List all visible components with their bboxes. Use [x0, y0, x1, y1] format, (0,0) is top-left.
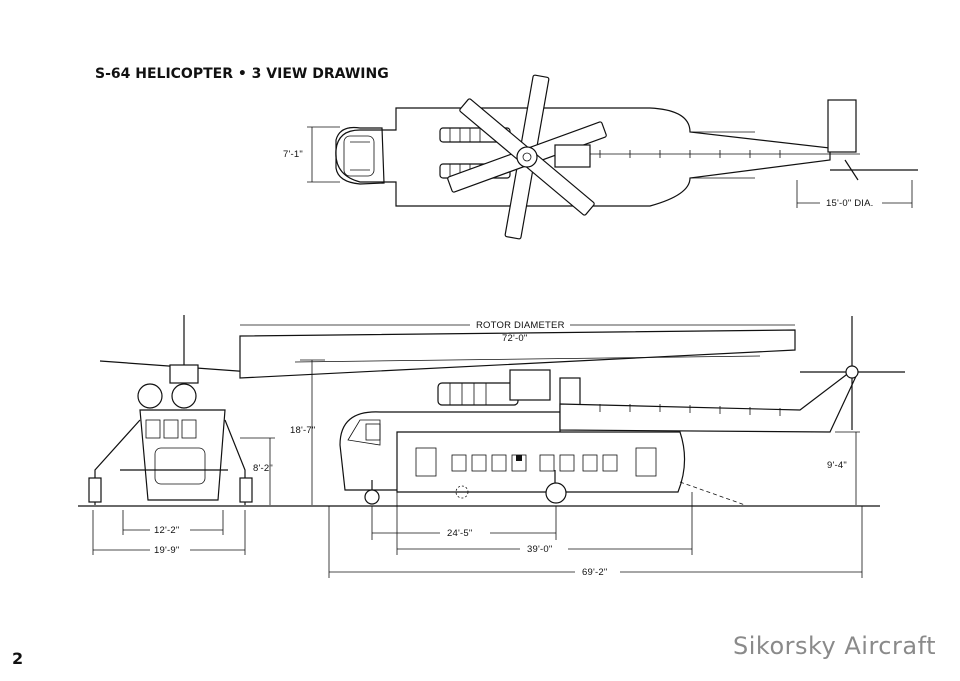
dim-front-height: 8'-2"	[253, 463, 273, 474]
drawing-title: S-64 HELICOPTER • 3 VIEW DRAWING	[95, 66, 389, 82]
page-number: 2	[12, 649, 23, 668]
dim-front-track: 12'-2"	[154, 525, 179, 536]
dim-rotor-value: 72'-0"	[502, 333, 527, 344]
dim-rotor-label: ROTOR DIAMETER	[476, 320, 565, 331]
dim-overall-height: 18'-7"	[290, 425, 315, 436]
front-view-dimensions: 8'-2" 12'-2" 19'-9"	[92, 437, 275, 556]
dim-pod-length: 39'-0"	[527, 544, 552, 555]
dim-tail-rotor-dia: 15'-0" DIA.	[826, 198, 874, 209]
dim-front-width: 19'-9"	[154, 545, 179, 556]
front-view	[88, 315, 266, 505]
top-view-dimensions: 7'-1" 15'-0" DIA.	[283, 126, 913, 209]
dim-pod-height: 9'-4"	[827, 460, 847, 471]
top-view	[335, 74, 918, 240]
dim-top-width: 7'-1"	[283, 149, 303, 160]
dim-wheelbase: 24'-5"	[447, 528, 472, 539]
dim-overall-length: 69'-2"	[582, 567, 607, 578]
side-view-dimensions: ROTOR DIAMETER 72'-0" 18'-7" 9'-4" 24'-5…	[240, 320, 863, 578]
brand-name: Sikorsky Aircraft	[733, 632, 936, 660]
side-view	[239, 316, 905, 506]
